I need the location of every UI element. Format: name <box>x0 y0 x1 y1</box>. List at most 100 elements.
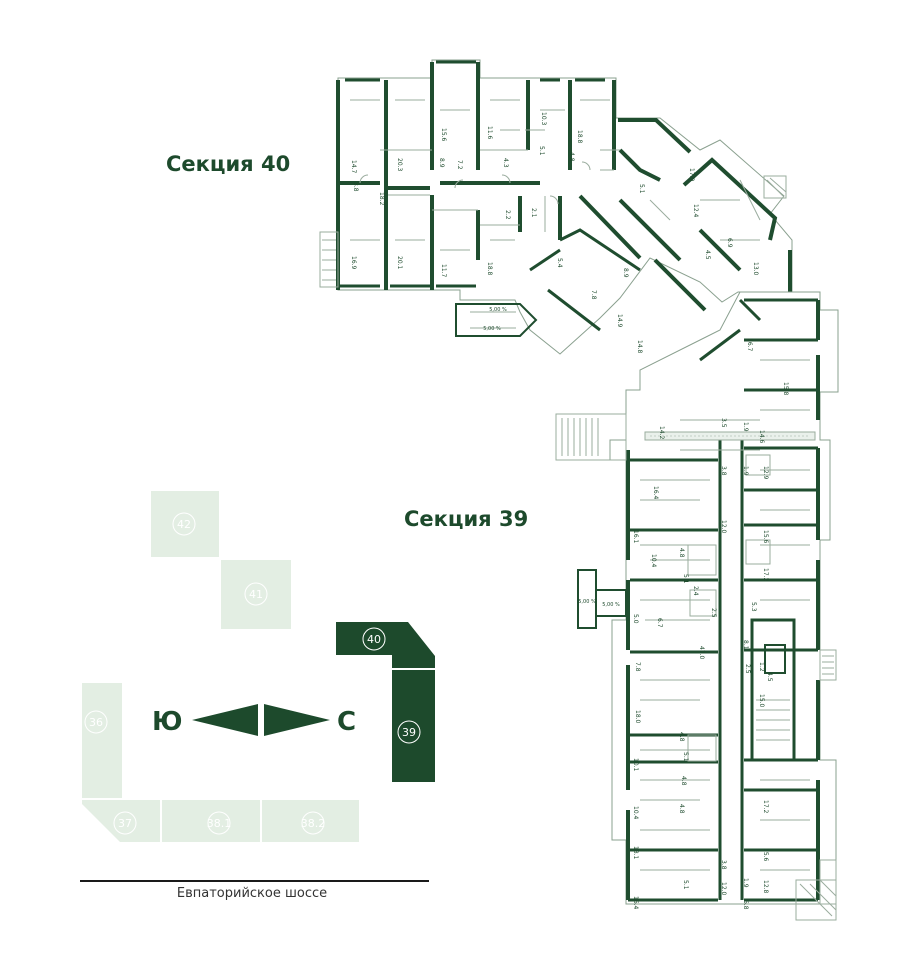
minimap-block-label: 38.2 <box>301 817 326 830</box>
minimap-block-label: 36 <box>89 716 103 729</box>
room-area-label: 5.1 <box>682 752 689 762</box>
room-area-label: 15.6 <box>762 530 769 544</box>
room-area-label: 10.1 <box>632 758 639 772</box>
room-area-label: 12.8 <box>762 880 769 894</box>
room-area-label: 18.0 <box>634 710 641 724</box>
room-area-label: 1.2 <box>758 662 765 672</box>
room-area-label: 17.2 <box>762 800 769 814</box>
room-area-label: 16.4 <box>652 486 659 500</box>
room-area-label: 13.0 <box>752 262 759 276</box>
road: Евпаторийское шоссе <box>80 880 429 901</box>
section-39-room-areas: 16.7 15.8 14.2 3.5 1.9 14.6 16.4 3.8 1.9 12.9 16.1… <box>632 338 789 910</box>
room-area-label: 8.9 <box>622 268 629 278</box>
minimap-block-41[interactable]: 41 <box>221 560 291 629</box>
room-area-label: 3.8 <box>720 860 727 870</box>
room-area-label: 17.2 <box>762 568 769 582</box>
ramp-slope: 5,00 % <box>578 599 596 605</box>
room-area-label: 4.8 <box>678 804 685 814</box>
room-area-label: 5.4 <box>556 258 563 268</box>
section-40-floorplan[interactable]: 5,00 % 5,00 % <box>319 59 793 355</box>
room-area-label: 12.4 <box>692 204 699 218</box>
section-39-floorplan[interactable]: 5,00 % 5,00 % <box>555 291 839 921</box>
minimap-block-label: 38.1 <box>207 817 232 830</box>
room-area-label: 7.8 <box>634 662 641 672</box>
room-area-label: 2.4 <box>692 586 699 596</box>
room-area-label: 4.3 <box>502 158 509 168</box>
room-area-label: 14.2 <box>658 426 665 440</box>
room-area-label: 6.8 <box>742 900 749 910</box>
room-area-label: 12.0 <box>720 882 727 896</box>
room-area-label: 2.5 <box>710 608 717 618</box>
minimap-block-label: 40 <box>367 633 381 646</box>
room-area-label: 14.7 <box>350 160 357 174</box>
minimap-block-label: 41 <box>249 588 263 601</box>
room-area-label: 17.9 <box>688 168 695 182</box>
room-area-label: 7.2 <box>456 160 463 170</box>
room-area-label: 1.9 <box>742 466 749 476</box>
room-area-label: 10.4 <box>632 806 639 820</box>
room-area-label: 16.1 <box>632 530 639 544</box>
room-area-label: 20.1 <box>396 256 403 270</box>
room-area-label: 4.8 <box>680 776 687 786</box>
minimap-block-38-2[interactable]: 38.2 <box>262 800 359 842</box>
compass-north-label: С <box>337 707 356 737</box>
minimap-block-36[interactable]: 36 <box>82 683 122 798</box>
minimap-block-label: 39 <box>402 726 416 739</box>
room-area-label: 16.9 <box>350 256 357 270</box>
minimap-block-40[interactable]: 40 <box>336 622 435 668</box>
room-area-label: 16.7 <box>746 338 753 352</box>
room-area-label: 11.6 <box>486 126 493 140</box>
room-area-label: 8.9 <box>438 158 445 168</box>
room-area-label: 4.8 <box>678 732 685 742</box>
room-area-label: 18.2 <box>378 192 385 206</box>
minimap-block-42[interactable]: 42 <box>151 491 219 557</box>
compass-south-label: Ю <box>152 707 183 737</box>
room-area-label: 10.4 <box>650 554 657 568</box>
minimap-block-38-1[interactable]: 38.1 <box>162 800 260 842</box>
room-area-label: 12.0 <box>720 520 727 534</box>
room-area-label: 3.5 <box>720 418 727 428</box>
room-area-label: 5.0 <box>632 614 639 624</box>
room-area-label: 11.7 <box>440 264 447 278</box>
room-area-label: 4.5 <box>766 672 773 682</box>
room-area-label: 47.0 <box>698 646 705 660</box>
room-area-label: 4.8 <box>568 152 575 162</box>
room-area-label: 1.9 <box>742 422 749 432</box>
room-area-label: 15.0 <box>758 694 765 708</box>
room-area-label: 5.3 <box>750 602 757 612</box>
room-area-label: 5.1 <box>682 574 689 584</box>
room-area-label: 18.1 <box>632 846 639 860</box>
room-area-label: 12.9 <box>762 466 769 480</box>
room-area-label: 2.5 <box>744 664 751 674</box>
arrow-right-icon <box>264 704 330 736</box>
ramp-slope: 5,00 % <box>489 307 507 313</box>
room-area-label: 6.9 <box>726 238 733 248</box>
room-area-label: 5.1 <box>638 184 645 194</box>
arrow-left-icon <box>192 704 258 736</box>
room-area-label: 3.8 <box>720 466 727 476</box>
ramp-slope: 5,00 % <box>602 602 620 608</box>
room-area-label: 15.6 <box>762 848 769 862</box>
section-40-label: Секция 40 <box>166 152 290 176</box>
room-area-label: 2.1 <box>530 208 537 218</box>
minimap-block-39[interactable]: 39 <box>392 670 435 782</box>
ramp-slope: 5,00 % <box>483 326 501 332</box>
road-label: Евпаторийское шоссе <box>177 886 327 901</box>
room-area-label: 6.7 <box>656 618 663 628</box>
compass: Ю С <box>152 704 356 737</box>
minimap-block-label: 42 <box>177 518 191 531</box>
room-area-label: 14.9 <box>616 314 623 328</box>
room-area-label: 2.2 <box>504 210 511 220</box>
section-39-label: Секция 39 <box>404 507 528 531</box>
room-area-label: 3.8 <box>352 182 359 192</box>
room-area-label: 1.9 <box>742 878 749 888</box>
room-area-label: 15.8 <box>782 382 789 396</box>
room-area-label: 18.8 <box>486 262 493 276</box>
minimap-block-37[interactable]: 37 <box>82 800 160 842</box>
room-area-label: 18.8 <box>576 130 583 144</box>
room-area-label: 20.3 <box>396 158 403 172</box>
room-area-label: 8.1 <box>742 640 749 650</box>
room-area-label: 14.6 <box>758 430 765 444</box>
